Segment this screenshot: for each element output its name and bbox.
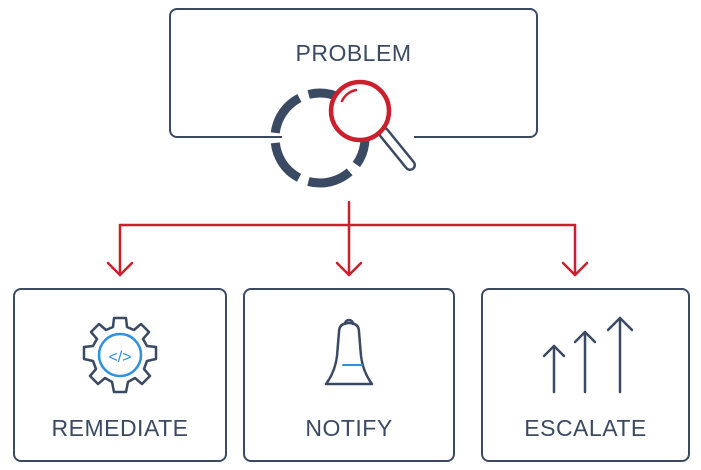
notify-label: NOTIFY xyxy=(305,415,393,441)
bell-icon xyxy=(324,318,374,386)
arrows-up-icon xyxy=(542,316,634,394)
arrowhead-escalate-icon xyxy=(561,261,589,277)
problem-label: PROBLEM xyxy=(295,40,412,66)
remediate-label: REMEDIATE xyxy=(51,415,189,441)
notify-box xyxy=(243,288,455,462)
connector-lines xyxy=(106,200,589,277)
gear-code-icon: </> xyxy=(82,316,158,394)
arrowhead-notify-icon xyxy=(335,261,363,277)
code-symbol: </> xyxy=(108,349,131,366)
escalate-label: ESCALATE xyxy=(524,415,647,441)
search-magnifier-icon xyxy=(270,79,416,188)
arrowhead-remediate-icon xyxy=(106,261,134,277)
